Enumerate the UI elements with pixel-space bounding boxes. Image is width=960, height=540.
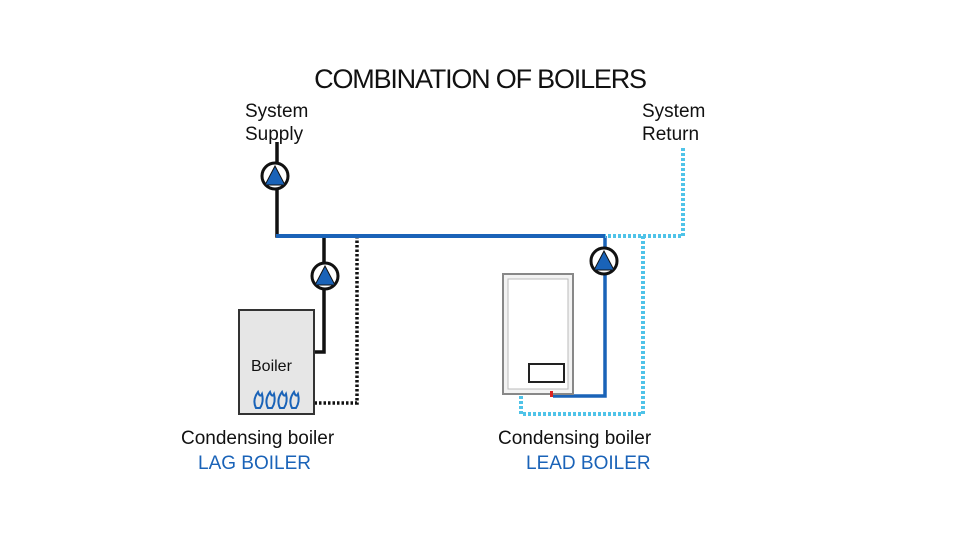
lag-return-pipe (313, 236, 359, 405)
system-return-pipe (605, 148, 685, 238)
burner-flames-icon (253, 389, 300, 409)
lead-boiler-role: LEAD BOILER (526, 453, 651, 474)
lag-boiler-role: LAG BOILER (198, 453, 311, 474)
system-supply-pump-icon (260, 161, 290, 191)
system-supply-line-1: System (245, 101, 309, 122)
system-return-label: System Return (642, 100, 705, 146)
system-return-line-2: Return (642, 124, 700, 145)
lead-boiler-unit (502, 273, 574, 397)
lag-boiler-body (238, 309, 315, 415)
lead-supply-pipe (553, 236, 607, 398)
diagram-title: COMBINATION OF BOILERS (314, 64, 647, 94)
lead-boiler-type: Condensing boiler (498, 428, 652, 449)
system-return-line-1: System (642, 101, 706, 122)
system-supply-label: System Supply (245, 100, 308, 146)
lag-boiler-pump-icon (310, 261, 340, 291)
lag-boiler-type: Condensing boiler (181, 428, 335, 449)
lead-boiler-pump-icon (589, 246, 619, 276)
lead-return-pipe (519, 236, 645, 416)
system-supply-line-2: Supply (245, 124, 304, 145)
lead-boiler-display (528, 363, 565, 383)
lag-boiler-label: Boiler (251, 358, 292, 375)
